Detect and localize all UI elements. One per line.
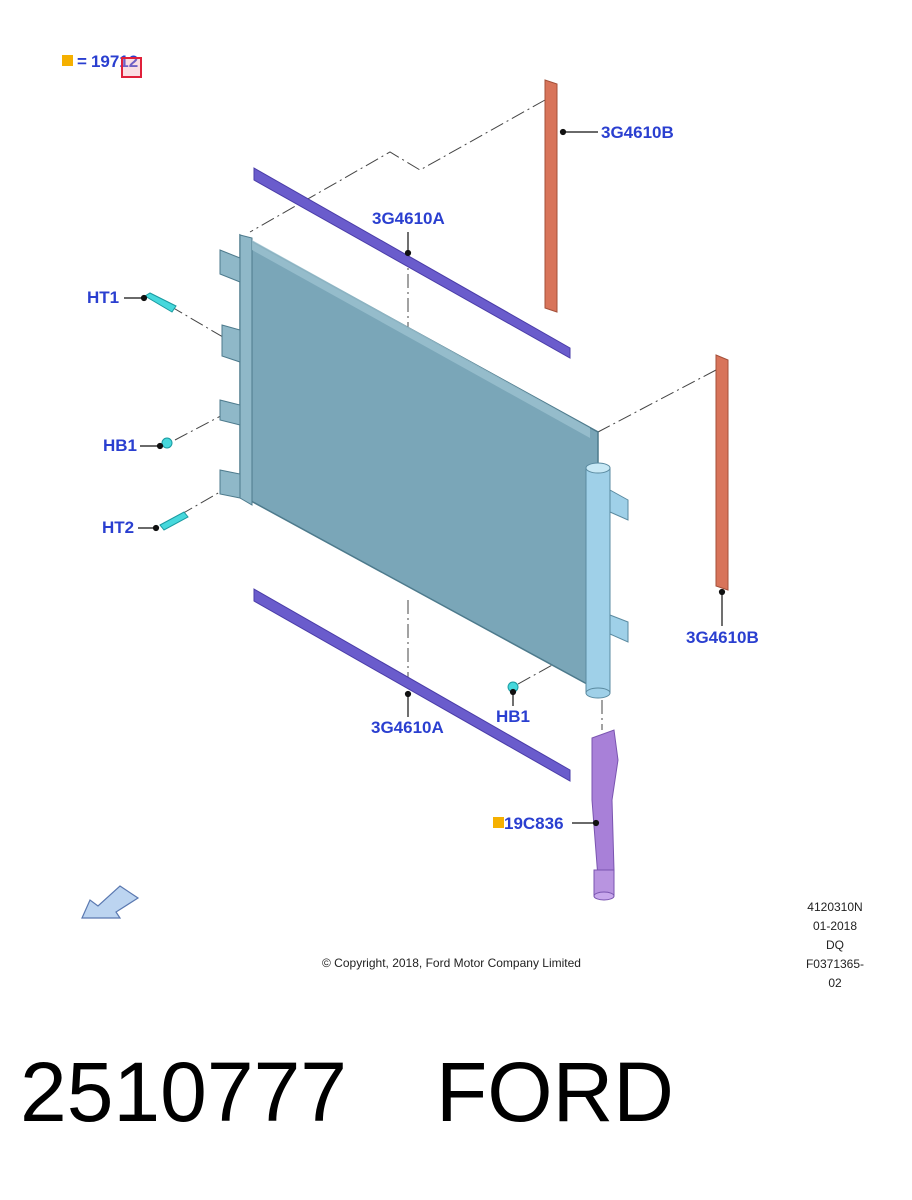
seal-3g4610a-bottom bbox=[253, 588, 571, 782]
meta-dq: DQ bbox=[826, 938, 844, 952]
hose-marker bbox=[493, 817, 504, 828]
callout-3g4610a-bottom[interactable]: 3G4610A bbox=[371, 718, 444, 737]
figure-meta: 4120310N 01-2018 DQ F0371365-02 bbox=[800, 898, 870, 993]
caption-part-number: 2510777 bbox=[20, 1045, 348, 1139]
callout-hb1-left[interactable]: HB1 bbox=[103, 436, 138, 455]
hose-19c836 bbox=[591, 729, 619, 901]
meta-date: 01-2018 bbox=[812, 919, 858, 933]
fasteners bbox=[144, 292, 519, 693]
callout-3g4610b-top[interactable]: 3G4610B bbox=[601, 123, 674, 142]
condenser-core bbox=[219, 233, 599, 692]
callout-3g4610b-right[interactable]: 3G4610B bbox=[686, 628, 759, 647]
legend-equals: = bbox=[77, 52, 87, 71]
legend: =19712 bbox=[62, 52, 138, 72]
legend-marker bbox=[62, 55, 73, 66]
leader-lines bbox=[124, 128, 726, 827]
legend-part-number[interactable]: 19712 bbox=[90, 52, 139, 71]
seal-3g4610b-right bbox=[715, 354, 729, 591]
caption-brand: FORD bbox=[436, 1045, 674, 1139]
callout-ht2[interactable]: HT2 bbox=[102, 518, 135, 537]
meta-code: 4120310N bbox=[807, 900, 863, 914]
seal-3g4610b-top bbox=[544, 79, 558, 313]
callout-3g4610a-top[interactable]: 3G4610A bbox=[372, 209, 445, 228]
direction-arrow-icon bbox=[81, 885, 140, 919]
callout-19c836[interactable]: 19C836 bbox=[493, 814, 564, 834]
seal-3g4610a-top bbox=[253, 167, 571, 359]
parts-diagram: =19712 3G4610B 3G4610A HT1 HB1 HT2 3G461… bbox=[62, 52, 870, 993]
diagram-svg bbox=[81, 79, 729, 919]
copyright-text: © Copyright, 2018, Ford Motor Company Li… bbox=[322, 956, 581, 970]
highlight-box bbox=[121, 57, 142, 78]
meta-figure: F0371365-02 bbox=[805, 957, 865, 990]
callout-ht1[interactable]: HT1 bbox=[87, 288, 120, 307]
callout-19c836-label: 19C836 bbox=[504, 814, 564, 833]
receiver-drier bbox=[585, 462, 629, 699]
callout-hb1-right[interactable]: HB1 bbox=[496, 707, 531, 726]
